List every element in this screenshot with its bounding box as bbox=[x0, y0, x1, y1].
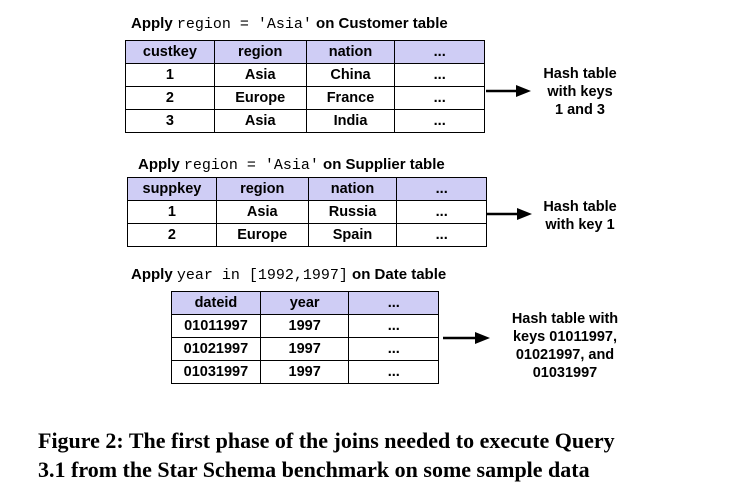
table-cell: ... bbox=[348, 337, 439, 361]
column-header: nation bbox=[307, 177, 398, 201]
column-header: region bbox=[215, 177, 309, 201]
caption-line: 3.1 from the Star Schema benchmark on so… bbox=[38, 457, 590, 482]
table-cell: 1 bbox=[125, 63, 215, 87]
table-row: 2 Europe France ... bbox=[125, 86, 485, 110]
column-header: custkey bbox=[125, 40, 215, 64]
column-header: nation bbox=[305, 40, 396, 64]
table-cell: ... bbox=[396, 200, 487, 224]
table-cell: Spain bbox=[307, 223, 398, 247]
date-arrow-icon bbox=[443, 332, 490, 344]
date-title-prefix: Apply bbox=[131, 266, 177, 283]
table-cell: France bbox=[305, 86, 396, 110]
table-row: 1 Asia Russia ... bbox=[127, 200, 487, 224]
customer-hash-table-result: Hash table with keys 1 and 3 bbox=[525, 65, 635, 119]
result-line: 1 and 3 bbox=[555, 102, 605, 118]
customer-filter-title: Apply region = 'Asia' on Customer table bbox=[131, 15, 448, 33]
date-table: dateid year ... 01011997 1997 ... 010219… bbox=[171, 291, 439, 384]
table-row: 01011997 1997 ... bbox=[171, 314, 439, 338]
column-header: region bbox=[213, 40, 307, 64]
table-cell: 2 bbox=[125, 86, 215, 110]
table-row: 01031997 1997 ... bbox=[171, 360, 439, 384]
result-line: 01021997, and bbox=[515, 347, 615, 363]
table-header-row: custkey region nation ... bbox=[125, 40, 485, 64]
column-header: dateid bbox=[171, 291, 261, 315]
table-cell: Europe bbox=[215, 223, 309, 247]
table-header-row: dateid year ... bbox=[171, 291, 439, 315]
table-cell: ... bbox=[394, 86, 485, 110]
table-header-row: suppkey region nation ... bbox=[127, 177, 487, 201]
result-line: 01031997 bbox=[532, 365, 598, 381]
table-cell: Asia bbox=[213, 109, 307, 133]
customer-arrow-icon bbox=[486, 85, 531, 97]
column-header: year bbox=[259, 291, 350, 315]
table-cell: 01011997 bbox=[171, 314, 261, 338]
date-hash-table-result: Hash table with keys 01011997, 01021997,… bbox=[490, 310, 640, 382]
table-cell: 1 bbox=[127, 200, 217, 224]
date-filter-title: Apply year in [1992,1997] on Date table bbox=[131, 266, 446, 284]
table-cell: 1997 bbox=[259, 337, 350, 361]
customer-title-prefix: Apply bbox=[131, 15, 177, 32]
result-line: with keys bbox=[547, 84, 613, 100]
table-cell: China bbox=[305, 63, 396, 87]
table-cell: 1997 bbox=[259, 360, 350, 384]
supplier-hash-table-result: Hash table with key 1 bbox=[525, 198, 635, 234]
table-cell: 3 bbox=[125, 109, 215, 133]
table-cell: Asia bbox=[215, 200, 309, 224]
table-cell: 01021997 bbox=[171, 337, 261, 361]
date-filter-code: year in [1992,1997] bbox=[176, 267, 348, 284]
table-row: 3 Asia India ... bbox=[125, 109, 485, 133]
date-title-suffix: on Date table bbox=[347, 266, 447, 283]
result-line: Hash table bbox=[543, 199, 617, 215]
supplier-title-suffix: on Supplier table bbox=[318, 156, 445, 173]
result-line: Hash table bbox=[543, 66, 617, 82]
column-header: suppkey bbox=[127, 177, 217, 201]
supplier-filter-code: region = 'Asia' bbox=[183, 157, 319, 174]
table-cell: 01031997 bbox=[171, 360, 261, 384]
customer-filter-code: region = 'Asia' bbox=[176, 16, 312, 33]
result-line: keys 01011997, bbox=[512, 329, 618, 345]
customer-table: custkey region nation ... 1 Asia China .… bbox=[125, 40, 485, 133]
table-row: 2 Europe Spain ... bbox=[127, 223, 487, 247]
table-cell: Asia bbox=[213, 63, 307, 87]
table-cell: ... bbox=[394, 109, 485, 133]
table-cell: India bbox=[305, 109, 396, 133]
supplier-arrow-icon bbox=[487, 208, 532, 220]
column-header: ... bbox=[348, 291, 439, 315]
figure-caption: Figure 2: The first phase of the joins n… bbox=[38, 426, 728, 484]
table-cell: ... bbox=[348, 360, 439, 384]
supplier-filter-title: Apply region = 'Asia' on Supplier table bbox=[138, 156, 445, 174]
result-line: Hash table with bbox=[511, 311, 619, 327]
table-cell: 1997 bbox=[259, 314, 350, 338]
table-row: 1 Asia China ... bbox=[125, 63, 485, 87]
supplier-title-prefix: Apply bbox=[138, 156, 184, 173]
table-cell: ... bbox=[394, 63, 485, 87]
table-row: 01021997 1997 ... bbox=[171, 337, 439, 361]
supplier-table: suppkey region nation ... 1 Asia Russia … bbox=[127, 177, 487, 247]
table-cell: ... bbox=[348, 314, 439, 338]
result-line: with key 1 bbox=[545, 217, 615, 233]
column-header: ... bbox=[394, 40, 485, 64]
table-cell: ... bbox=[396, 223, 487, 247]
table-cell: 2 bbox=[127, 223, 217, 247]
column-header: ... bbox=[396, 177, 487, 201]
customer-title-suffix: on Customer table bbox=[311, 15, 448, 32]
table-cell: Russia bbox=[307, 200, 398, 224]
table-cell: Europe bbox=[213, 86, 307, 110]
caption-line: Figure 2: The first phase of the joins n… bbox=[38, 428, 615, 453]
